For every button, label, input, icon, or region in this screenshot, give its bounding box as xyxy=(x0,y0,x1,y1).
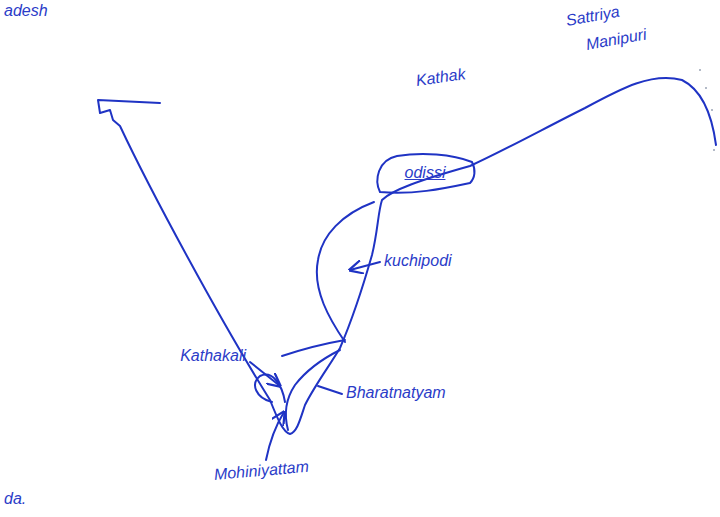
pointer-arrow xyxy=(350,262,380,270)
region-outline: odissi xyxy=(372,150,478,200)
dance-label: Mohiniyattam xyxy=(213,458,309,484)
dance-label: Kathakali xyxy=(180,347,246,365)
pointer-arrow xyxy=(250,362,280,386)
dance-label: Manipuri xyxy=(584,25,647,53)
pointer-arrow xyxy=(266,412,284,460)
state-border xyxy=(282,340,345,356)
place-name: da. xyxy=(4,490,26,508)
place-name: adesh xyxy=(4,2,48,20)
dance-label: odissi xyxy=(405,164,511,182)
page-speckle xyxy=(699,69,715,151)
dance-label: Kathak xyxy=(415,65,467,89)
dance-label: Sattriya xyxy=(564,3,620,30)
dance-label: kuchipodi xyxy=(384,252,452,270)
leader-line xyxy=(318,386,342,394)
coast-outline xyxy=(98,78,716,434)
state-border xyxy=(317,202,374,342)
dance-label: Bharatnatyam xyxy=(346,384,446,402)
